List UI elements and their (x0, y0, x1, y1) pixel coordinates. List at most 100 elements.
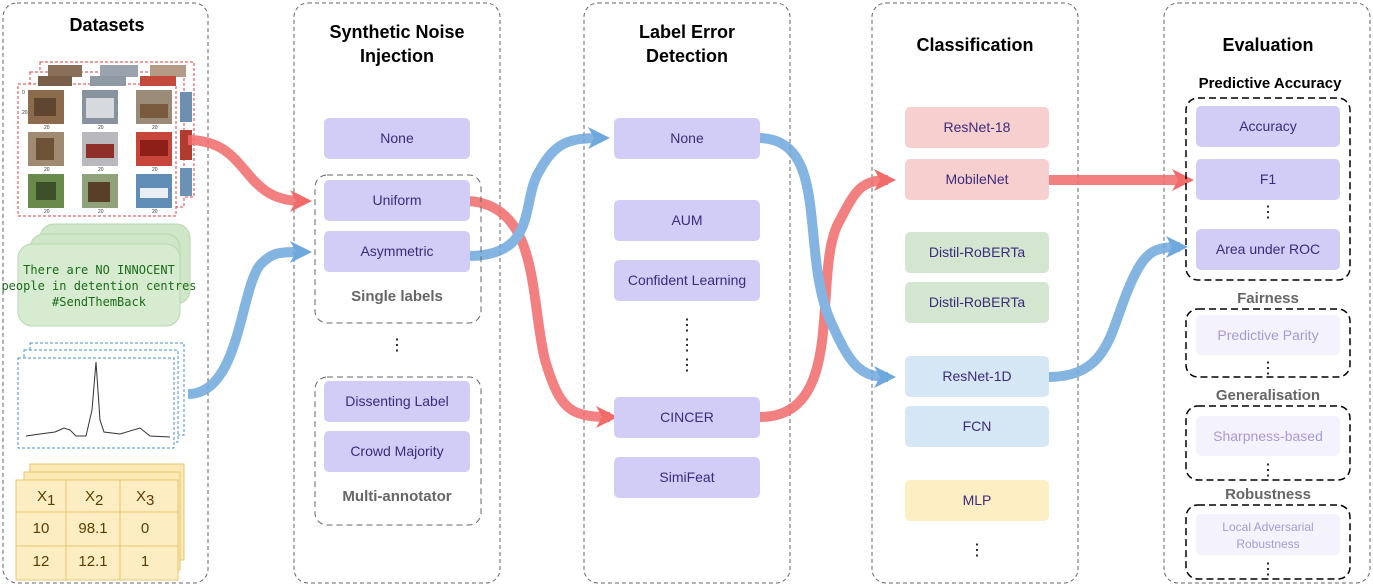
detection-panel (583, 2, 791, 584)
axis-label: 20 (22, 110, 28, 116)
noise-ellipsis: ⋮ (389, 337, 405, 354)
detect-confident-label: Confident Learning (628, 272, 746, 288)
cls-mobilenet-box[interactable] (905, 159, 1049, 200)
detect-simifeat-label: SimiFeat (659, 469, 714, 485)
noise-panel (293, 2, 501, 584)
cls-resnet1d-label: ResNet-1D (942, 368, 1011, 384)
cls-distil1-label: Distil-RoBERTa (929, 244, 1025, 260)
predictive-accuracy-group (1185, 97, 1351, 281)
noise-dissenting-box[interactable] (324, 381, 470, 422)
eval-accuracy-label: Accuracy (1239, 118, 1297, 134)
cls-mlp-box[interactable] (905, 480, 1049, 521)
noise-title-line2: Injection (360, 46, 434, 66)
cls-ellipsis: ⋮ (969, 542, 985, 559)
detect-aum-box[interactable] (614, 200, 760, 241)
noise-crowd-label: Crowd Majority (350, 443, 443, 459)
table-cell: 98.1 (78, 520, 107, 537)
red-flow-datasets-to-uniform (187, 135, 301, 206)
red-arrowhead (290, 190, 312, 212)
eval-ellipsis: ⋮ (1260, 204, 1276, 221)
table-cell: 12 (33, 553, 50, 570)
tweet-line1: There are NO INNOCENT (23, 263, 175, 277)
generalisation-caption: Generalisation (1216, 387, 1320, 404)
axis-label: 20 (98, 209, 104, 215)
noise-crowd-box[interactable] (324, 431, 470, 472)
table-header-x1-sub: 1 (47, 492, 55, 509)
datasets-panel (2, 2, 209, 584)
table-header-x3: X (136, 488, 146, 505)
red-flow-uniform-to-cincer (467, 196, 611, 422)
detect-none-label: None (670, 130, 704, 146)
cls-resnet1d-box[interactable] (905, 356, 1049, 397)
tweet-line2: people in detention centres (1, 279, 196, 293)
noise-none-label: None (380, 130, 414, 146)
eval-accuracy-box[interactable] (1196, 106, 1340, 147)
axis-label: 20 (44, 167, 50, 173)
noise-uniform-box[interactable] (324, 180, 470, 221)
eval-predictive-parity-box[interactable] (1196, 315, 1340, 355)
eval-local-adversarial-box[interactable] (1196, 514, 1340, 555)
eval-local-adversarial-label-line2: Robustness (1236, 537, 1299, 551)
noise-none-box[interactable] (324, 118, 470, 159)
axis-label: 0 (22, 90, 25, 96)
single-labels-group (314, 174, 482, 324)
eval-ellipsis: ⋮ (1260, 462, 1276, 479)
cls-distil1-box[interactable] (905, 232, 1049, 273)
eval-auc-box[interactable] (1196, 229, 1340, 270)
blue-flow-resnet1d-to-auc (1047, 242, 1181, 382)
robustness-caption: Robustness (1225, 486, 1311, 503)
detect-ellipsis: ⋮ (679, 357, 695, 374)
eval-local-adversarial-label-line1: Local Adversarial (1222, 520, 1313, 534)
axis-label: 20 (44, 209, 50, 215)
ecg-signal (25, 361, 171, 438)
table-header-x1: X (37, 488, 47, 505)
detect-none-box[interactable] (614, 118, 760, 159)
blue-flow-asymmetric-to-none (467, 133, 601, 261)
blue-arrowhead (1166, 236, 1188, 258)
text-dataset-stack: There are NO INNOCENT people in detentio… (1, 223, 197, 327)
red-arrowhead (874, 169, 896, 191)
eval-ellipsis: ⋮ (1260, 561, 1276, 578)
cls-mlp-label: MLP (963, 492, 992, 508)
axis-label: 20 (152, 209, 158, 215)
classification-title: Classification (916, 35, 1033, 55)
noise-uniform-label: Uniform (372, 192, 421, 208)
detect-cincer-label: CINCER (660, 409, 714, 425)
detect-simifeat-box[interactable] (614, 457, 760, 498)
cls-distil2-box[interactable] (905, 282, 1049, 323)
cls-fcn-box[interactable] (905, 406, 1049, 447)
blue-flow-none-to-resnet1d (759, 133, 889, 382)
flow-arrows (187, 133, 1181, 422)
cls-mobilenet-label: MobileNet (945, 171, 1008, 187)
table-header-x2-sub: 2 (95, 492, 103, 509)
image-dataset-stack: 0 20 20 20 20 20 20 20 20 20 20 (17, 61, 195, 217)
eval-f1-box[interactable] (1196, 159, 1340, 200)
blue-arrowhead (290, 241, 312, 263)
cls-fcn-label: FCN (963, 418, 992, 434)
axis-label: 20 (98, 167, 104, 173)
detect-confident-box[interactable] (614, 260, 760, 301)
classification-panel (871, 2, 1079, 584)
noise-asymmetric-box[interactable] (324, 231, 470, 272)
detect-ellipsis: ⋮ (679, 337, 695, 354)
eval-sharpness-box[interactable] (1196, 416, 1340, 456)
evaluation-title: Evaluation (1222, 35, 1313, 55)
generalisation-group (1185, 405, 1351, 481)
cls-resnet18-box[interactable] (905, 107, 1049, 148)
tabular-dataset-stack: X 1 X 2 X 3 10 98.1 0 12 12.1 1 (15, 463, 185, 581)
single-labels-caption: Single labels (351, 288, 443, 305)
red-arrowhead (596, 406, 618, 428)
detect-ellipsis: ⋮ (679, 317, 695, 334)
detection-title-line2: Detection (646, 46, 728, 66)
fairness-caption: Fairness (1237, 290, 1299, 307)
detect-cincer-box[interactable] (614, 397, 760, 438)
axis-label: 20 (44, 125, 50, 131)
axis-label: 20 (152, 125, 158, 131)
arrow-heads (290, 127, 1194, 428)
detection-title-line1: Label Error (639, 22, 735, 42)
table-cell: 12.1 (78, 553, 107, 570)
datasets-title: Datasets (69, 15, 144, 35)
noise-asymmetric-label: Asymmetric (360, 243, 433, 259)
